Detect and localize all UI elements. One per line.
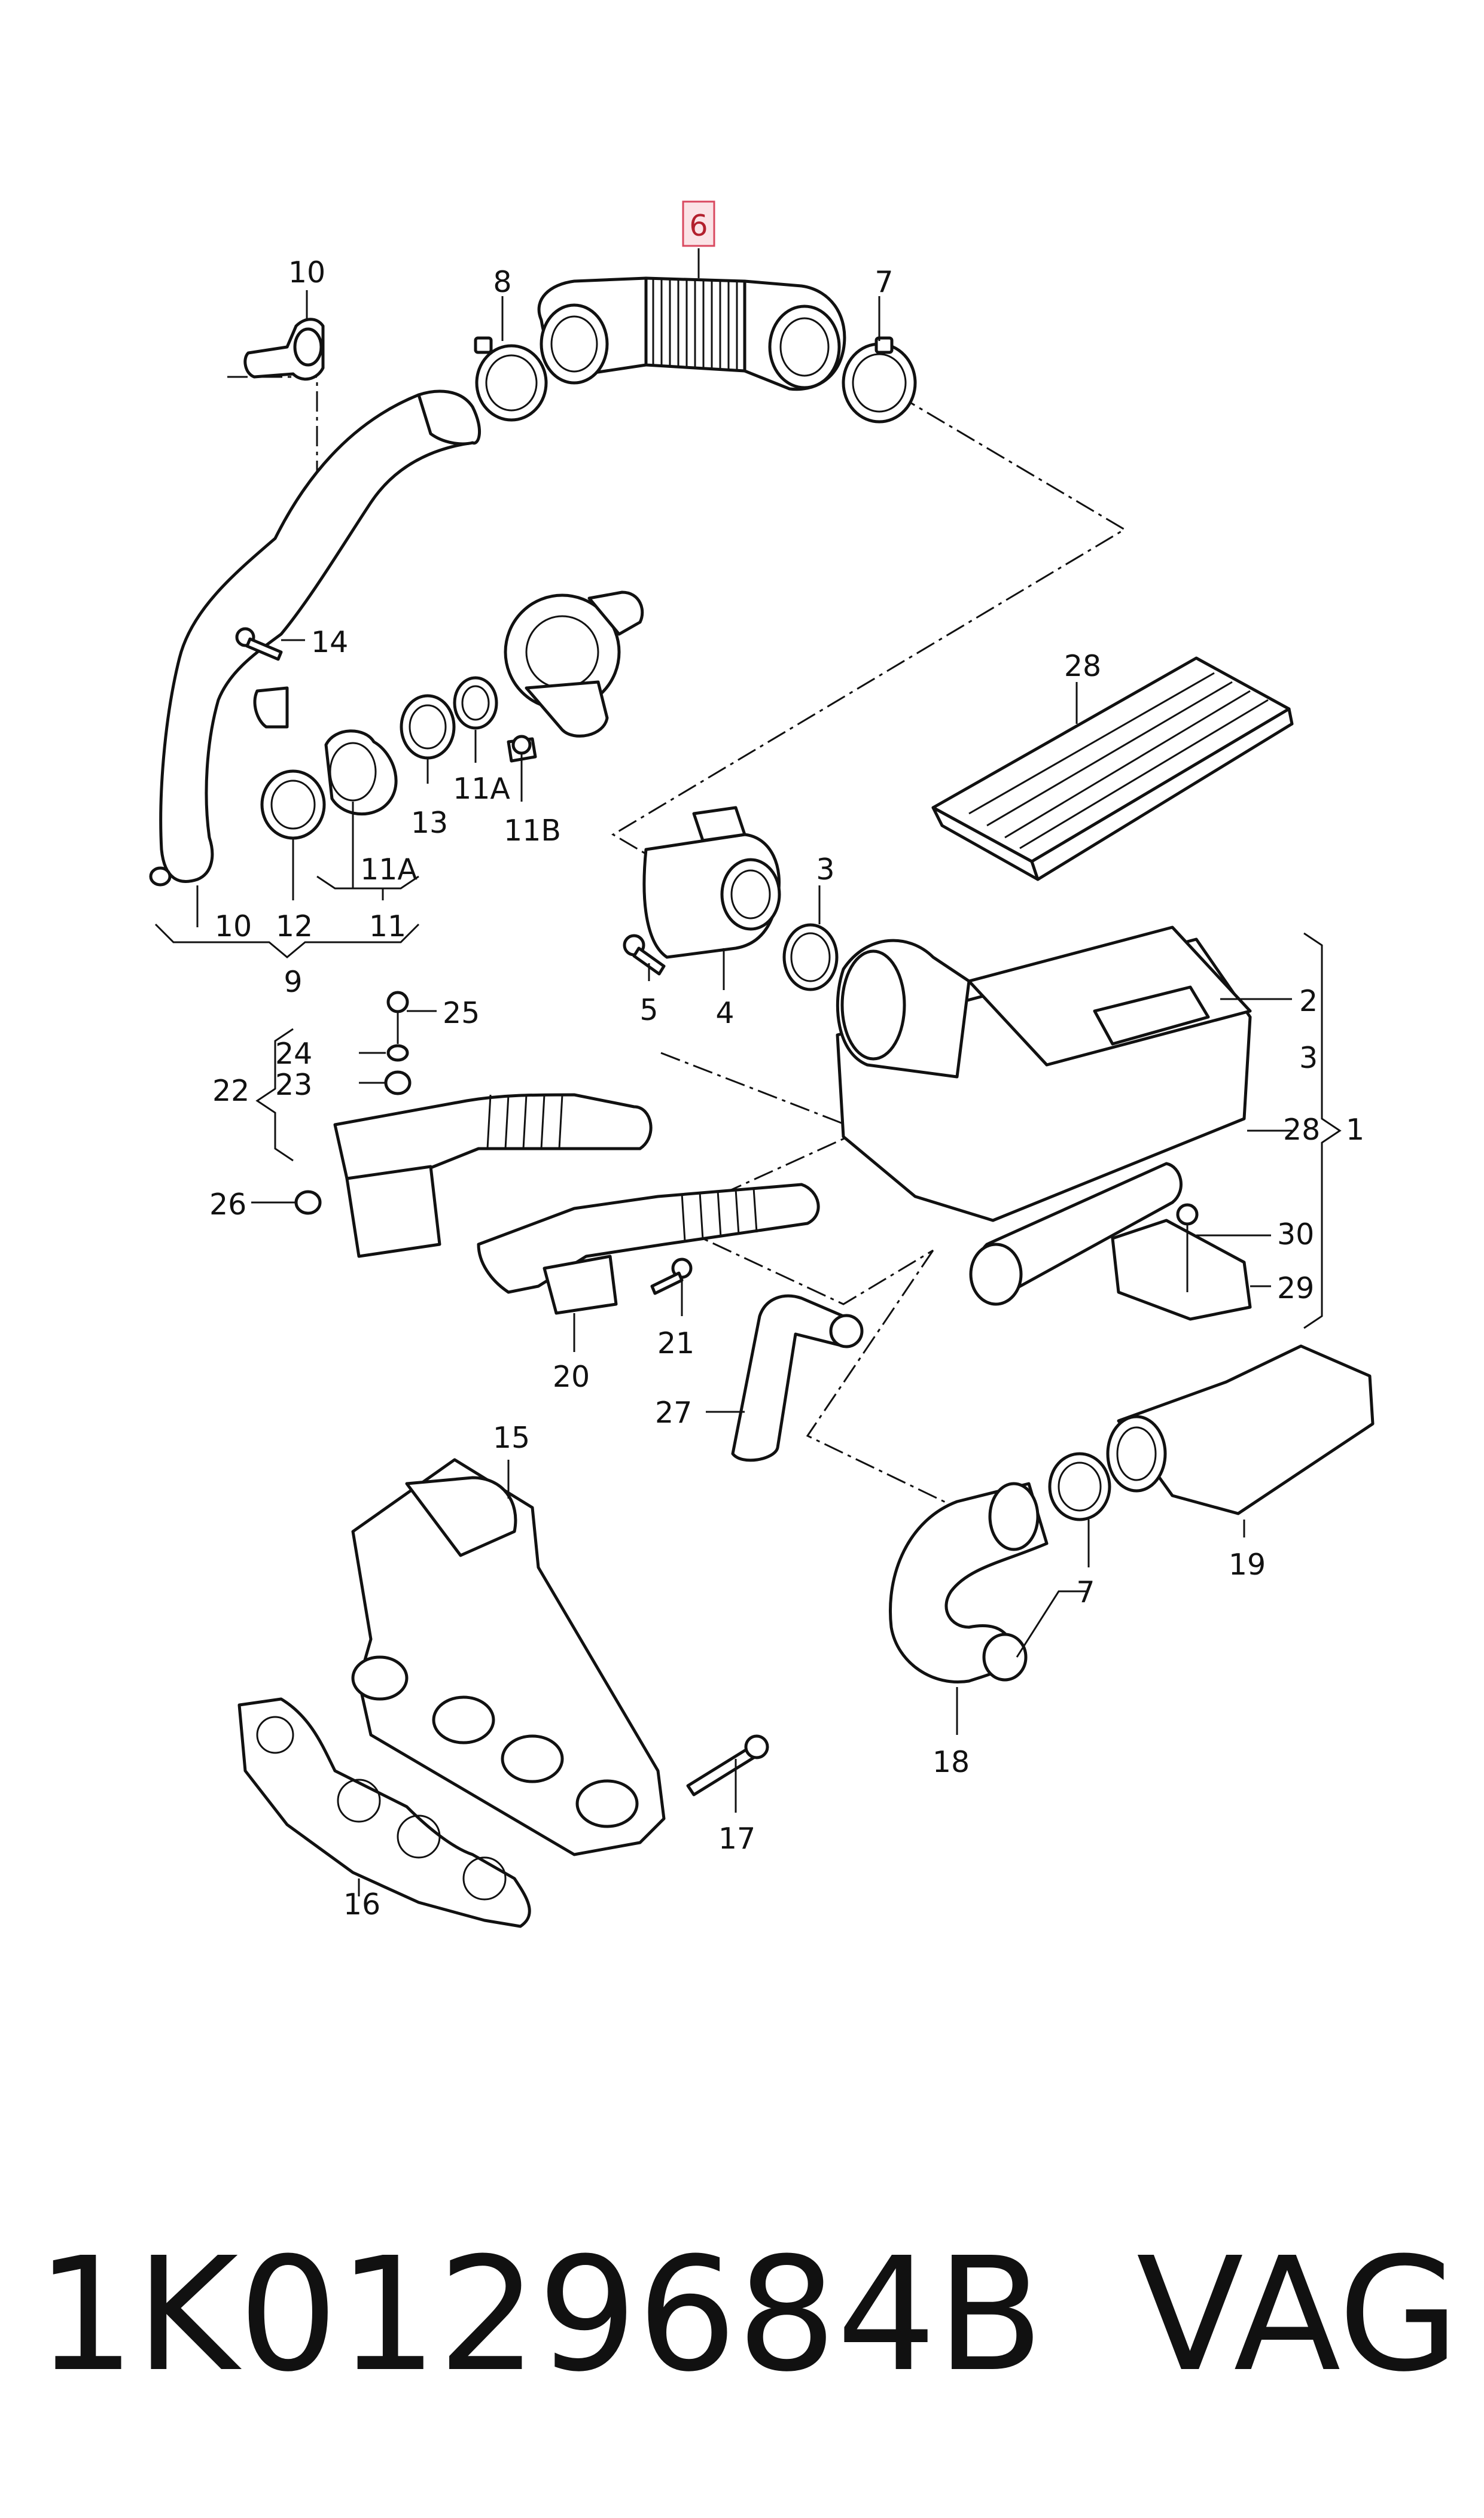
callout-26[interactable]: 26	[209, 1188, 246, 1222]
clamp-part-13[interactable]	[400, 694, 456, 760]
nut-part-26[interactable]	[294, 1190, 322, 1215]
air-filter-housing-part-1[interactable]	[836, 925, 1252, 1306]
callout-28-right[interactable]: 28	[1283, 1113, 1320, 1147]
vacuum-hose-part-22[interactable]	[333, 1093, 653, 1258]
screw-part-5[interactable]	[623, 934, 666, 976]
callout-14[interactable]: 14	[311, 625, 348, 659]
callout-labels: 6 7 8 10 14 28 11A 11B 13 11A 12 10 11 9…	[209, 200, 1364, 1922]
hose-clamp-part-7-lower[interactable]	[1048, 1452, 1111, 1521]
callout-22[interactable]: 22	[212, 1074, 249, 1108]
callout-23[interactable]: 23	[275, 1068, 312, 1102]
callout-11[interactable]: 11	[369, 909, 406, 943]
callout-12[interactable]: 12	[276, 909, 313, 943]
callout-17[interactable]: 17	[718, 1822, 755, 1856]
callout-27[interactable]: 27	[655, 1396, 692, 1430]
callout-3-right[interactable]: 3	[1299, 1041, 1318, 1075]
callout-25[interactable]: 25	[443, 996, 480, 1030]
callout-9[interactable]: 9	[284, 965, 302, 999]
manifold-gasket-part-16[interactable]	[237, 1697, 531, 1928]
intake-hose-part-6[interactable]	[537, 276, 846, 391]
callout-30[interactable]: 30	[1277, 1217, 1314, 1252]
hose-clamp-part-8[interactable]	[474, 336, 548, 422]
callout-7-top[interactable]: 7	[874, 265, 893, 299]
intake-manifold-part-15[interactable]	[351, 1458, 666, 1856]
breather-hose-part-27[interactable]	[731, 1294, 864, 1462]
callout-6[interactable]: 6	[689, 209, 708, 243]
callout-11a-right[interactable]: 11A	[453, 772, 510, 806]
filter-element-part-28[interactable]	[931, 656, 1294, 881]
callout-5[interactable]: 5	[639, 993, 658, 1027]
callout-18[interactable]: 18	[933, 1745, 970, 1779]
callout-7-low[interactable]: 7	[1076, 1575, 1095, 1609]
callout-11b[interactable]: 11B	[504, 814, 561, 848]
filter-pleats	[968, 672, 1269, 850]
hose-ribs-22	[486, 1094, 563, 1149]
air-intake-part-19[interactable]	[1106, 1344, 1375, 1515]
callout-1[interactable]: 1	[1346, 1113, 1364, 1147]
callout-10-low[interactable]: 10	[215, 909, 252, 943]
hose-ribs-20	[681, 1188, 758, 1242]
callout-21[interactable]: 21	[657, 1326, 694, 1360]
callout-3-mid[interactable]: 3	[816, 852, 834, 887]
bolt-part-14[interactable]	[235, 627, 283, 661]
clamp-part-12[interactable]	[260, 769, 326, 840]
air-mass-meter-part-4[interactable]	[642, 806, 781, 959]
callout-16[interactable]: 16	[343, 1887, 380, 1922]
sensor-part-10[interactable]	[243, 318, 325, 381]
leader-lines	[154, 248, 1342, 1896]
callout-28-top[interactable]: 28	[1064, 649, 1101, 683]
grommet-part-23[interactable]	[384, 1070, 412, 1095]
corrugated-ribs	[652, 279, 738, 370]
screw-part-11b[interactable]	[507, 735, 537, 763]
callout-29[interactable]: 29	[1277, 1271, 1314, 1305]
intake-duct-part-18[interactable]	[889, 1482, 1049, 1683]
callout-11a-low[interactable]: 11A	[360, 852, 418, 887]
charge-air-pipe-part-10[interactable]	[149, 389, 482, 887]
hose-clamp-part-7[interactable]	[842, 336, 917, 424]
caption-bar: 1K0129684B VAG	[36, 2225, 1459, 2405]
brand-text: VAG	[1136, 2224, 1459, 2406]
bolt-part-25[interactable]	[386, 991, 409, 1044]
stud-part-17[interactable]	[686, 1734, 769, 1797]
callout-19[interactable]: 19	[1229, 1548, 1266, 1582]
callout-8[interactable]: 8	[493, 265, 511, 299]
bracket-part-29[interactable]	[1111, 1219, 1252, 1321]
part-number-text: 1K0129684B	[36, 2224, 1044, 2406]
highlight-box	[682, 200, 715, 247]
callout-20[interactable]: 20	[553, 1360, 590, 1394]
seal-ring-part-3[interactable]	[782, 923, 839, 991]
callout-10-top[interactable]: 10	[288, 255, 325, 290]
callout-15[interactable]: 15	[493, 1421, 530, 1455]
connector-part-11[interactable]	[324, 729, 398, 816]
washer-part-24[interactable]	[386, 1044, 409, 1062]
o-ring-part-11a[interactable]	[453, 676, 498, 730]
screw-part-30[interactable]	[1176, 1203, 1199, 1292]
callout-13[interactable]: 13	[411, 806, 448, 840]
callout-4[interactable]: 4	[715, 996, 734, 1030]
vacuum-hose-part-20[interactable]	[477, 1183, 820, 1315]
callout-24[interactable]: 24	[275, 1037, 312, 1071]
callout-2[interactable]: 2	[1299, 984, 1318, 1018]
turbocharger[interactable]	[504, 590, 644, 738]
screw-part-21[interactable]	[650, 1258, 693, 1295]
